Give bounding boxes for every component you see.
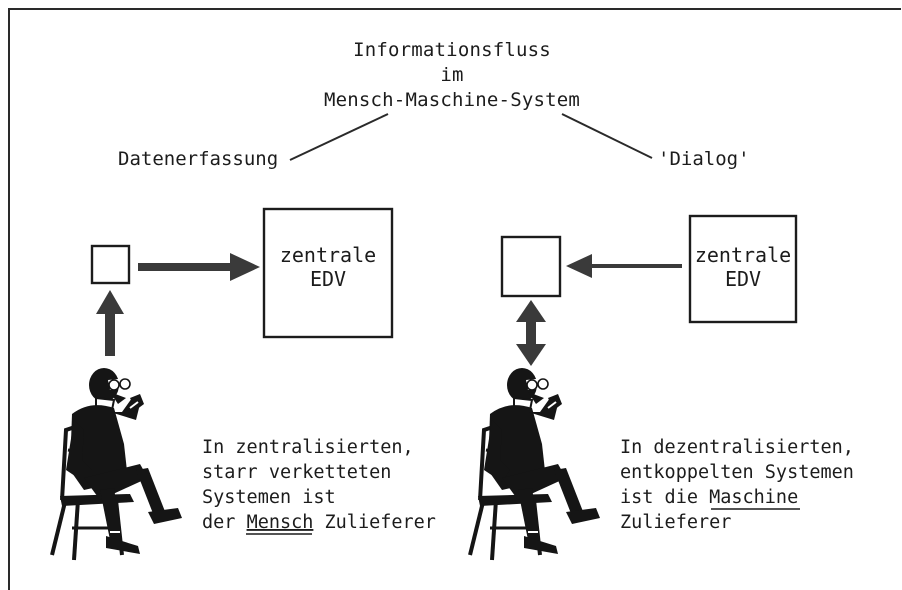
right-box-label-1: zentrale (695, 243, 791, 267)
frame-top-border (8, 8, 901, 10)
double-arrow-icon (516, 300, 546, 366)
right-zentrale-edv-box (688, 214, 798, 324)
arrow-right-icon (138, 253, 260, 281)
left-caption-line-3: Systemen ist (202, 487, 336, 508)
right-caption-line-3: ist die Maschine (620, 487, 798, 508)
right-box-label-2: EDV (725, 267, 761, 291)
figure-frame (8, 8, 901, 590)
left-box-label-1: zentrale (280, 243, 376, 267)
branch-label-dialog: 'Dialog' (658, 148, 750, 170)
left-small-terminal-box (90, 244, 131, 285)
title-line-1: Informationsfluss (353, 39, 551, 61)
right-caption-line-1: In dezentralisierten, (620, 437, 854, 458)
left-caption-line-4: der Mensch Zulieferer (202, 512, 436, 533)
right-caption-underlined-word: Maschine (709, 487, 798, 508)
arrow-left-icon (566, 254, 682, 278)
left-caption-underlined-word: Mensch (247, 512, 314, 533)
seated-man-icon (468, 366, 602, 562)
left-caption-line-2: starr verketteten (202, 462, 391, 483)
left-caption-line-1: In zentralisierten, (202, 437, 414, 458)
branch-line-right (561, 113, 653, 159)
right-caption-line-4: Zulieferer (620, 512, 731, 533)
right-terminal-box (500, 235, 562, 298)
branch-line-left (289, 113, 389, 161)
frame-left-border (8, 8, 10, 590)
left-zentrale-edv-box (262, 207, 394, 339)
branch-label-datenerfassung: Datenerfassung (118, 148, 278, 170)
left-box-label-2: EDV (310, 267, 346, 291)
right-caption-line-2: entkoppelten Systemen (620, 462, 854, 483)
arrow-up-icon (96, 290, 124, 356)
title-line-3: Mensch-Maschine-System (324, 89, 580, 111)
seated-man-icon (50, 366, 184, 562)
title-line-2: im (440, 64, 463, 86)
